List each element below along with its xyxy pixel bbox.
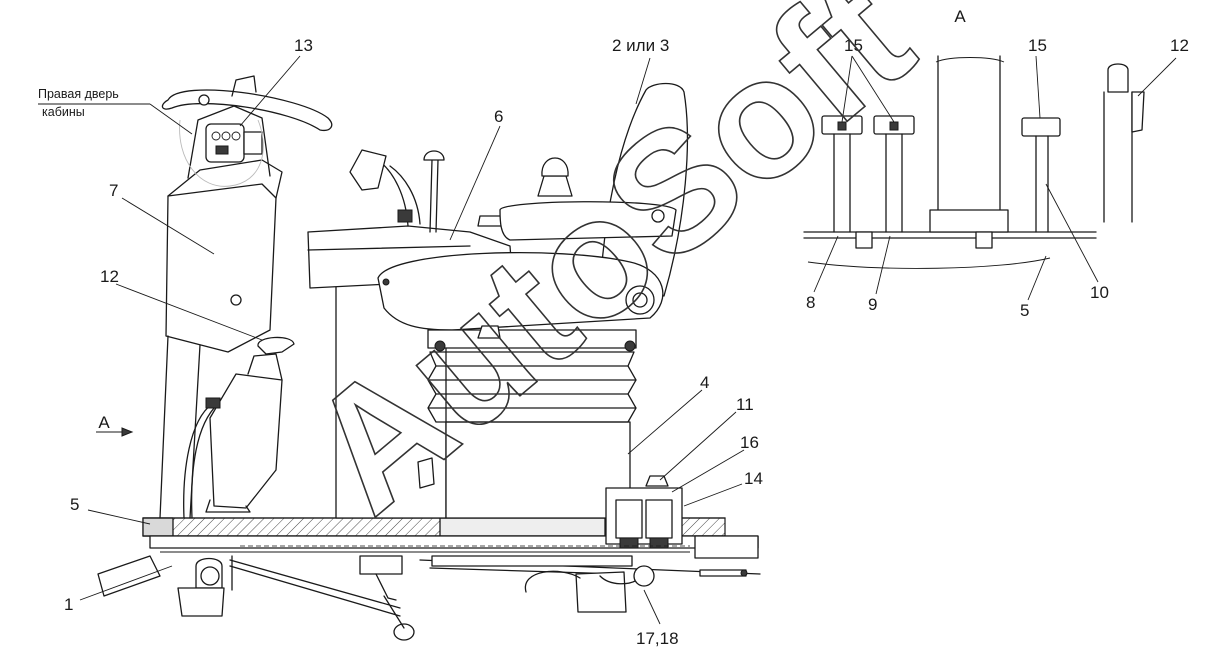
main-leader-lines: [79, 55, 745, 625]
main-side-view: A Правая дверь кабины 13 2 или: [38, 36, 763, 648]
view-a-detail: A 15 15 12 8: [803, 7, 1189, 320]
main-callouts: 13 2 или 3 6 7 12 5 1 4 11 16 14 17,18: [64, 36, 763, 648]
operator-seat: [377, 82, 689, 423]
door-label: Правая дверь кабины: [38, 87, 193, 135]
door-label-line1: Правая дверь: [38, 87, 119, 101]
callout-7: 7: [109, 181, 118, 200]
callout-5: 5: [70, 495, 79, 514]
callout-13: 13: [294, 36, 313, 55]
callout-2-or-3: 2 или 3: [612, 36, 669, 55]
view-callout-10: 10: [1090, 283, 1109, 302]
view-callout-9: 9: [868, 295, 877, 314]
under-floor-linkage: [97, 545, 761, 641]
seat-base: [335, 279, 631, 519]
callout-1: 1: [64, 595, 73, 614]
instrument-panel: [205, 123, 263, 163]
view-a-title: A: [954, 7, 966, 26]
view-callout-15-right: 15: [1028, 36, 1047, 55]
callout-17-18: 17,18: [636, 629, 679, 648]
view-callout-8: 8: [806, 293, 815, 312]
steering-wheel: [161, 75, 333, 132]
callout-6: 6: [494, 107, 503, 126]
cab-door-outline: [179, 119, 264, 187]
view-callout-5: 5: [1020, 301, 1029, 320]
view-a-arrow: A: [96, 413, 134, 437]
pedal-unit: [183, 336, 295, 519]
view-callout-12: 12: [1170, 36, 1189, 55]
view-callout-15-left: 15: [844, 36, 863, 55]
view-a-marker: A: [98, 413, 110, 432]
lower-control-block: [605, 475, 683, 549]
door-label-line2: кабины: [42, 105, 85, 119]
callout-11: 11: [736, 395, 754, 414]
callout-12: 12: [100, 267, 119, 286]
callout-16: 16: [740, 433, 759, 452]
callout-14: 14: [744, 469, 763, 488]
callout-4: 4: [700, 373, 709, 392]
